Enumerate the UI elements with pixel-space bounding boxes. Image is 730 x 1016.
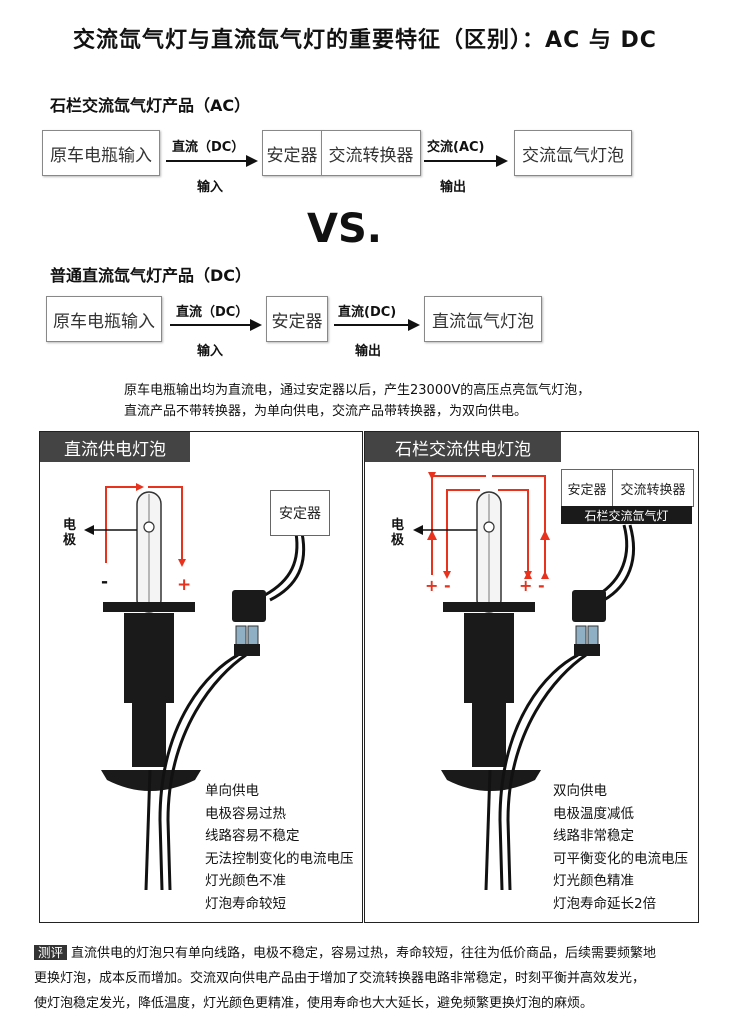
ac-arrow1-top-label: 直流（DC） (172, 140, 245, 155)
ac-panel-header: 石栏交流供电灯泡 (365, 432, 561, 462)
dc-panel-header: 直流供电灯泡 (40, 432, 190, 462)
ac-unit-caption: 石栏交流氙气灯 (561, 506, 692, 524)
dc-minus-sign: - (101, 572, 109, 592)
ac-electrode-pointer (413, 525, 477, 535)
ac-left-signs: + - (425, 576, 451, 595)
description-line-2: 直流产品不带转换器，为单向供电，交流产品带转换器，为双向供电。 (124, 404, 528, 419)
flow-arrows (166, 155, 508, 331)
ac-arrow1 (166, 155, 258, 167)
dc-feature-item: 电极容易过热 (205, 805, 286, 822)
dc-feature-item: 单向供电 (205, 783, 259, 799)
review-tag: 测评 (34, 945, 68, 960)
dc-feature-item: 灯泡寿命较短 (205, 895, 286, 912)
ac-feature-item: 线路非常稳定 (553, 828, 634, 844)
bulb-diagrams (84, 472, 635, 891)
dc-arrow1-top-label: 直流（DC） (176, 305, 249, 320)
review-line-1: 直流供电的灯泡只有单向线路，电极不稳定，容易过热，寿命较短，往往为低价商品，后续… (71, 946, 657, 961)
dc-bulb-box: 直流氙气灯泡 (424, 296, 542, 342)
dc-arrow1-bottom-label: 输入 (197, 344, 224, 359)
ac-arrow1-bottom-label: 输入 (197, 180, 224, 195)
dc-arrow2-top-label: 直流(DC) (338, 305, 397, 320)
dc-feature-item: 线路容易不稳定 (205, 828, 300, 844)
page-title: 交流氙气灯与直流氙气灯的重要特征（区别）：AC 与 DC (73, 28, 657, 53)
description-line-1: 原车电瓶输出均为直流电，通过安定器以后，产生23000V的高压点亮氙气灯泡， (124, 383, 591, 398)
ac-bulb-box: 交流氙气灯泡 (514, 130, 632, 176)
ac-section-heading: 石栏交流氙气灯产品（AC） (50, 96, 251, 115)
ac-arrow2-bottom-label: 输出 (440, 180, 467, 195)
ac-feature-item: 可平衡变化的电流电压 (553, 850, 688, 867)
dc-arrow2 (334, 319, 420, 331)
ac-connector-icon (572, 590, 606, 656)
ac-feature-list: 双向供电 电极温度减低 线路非常稳定 可平衡变化的电流电压 灯光颜色精准 灯泡寿… (553, 780, 688, 915)
review-line-2: 更换灯泡，成本反而增加。交流双向供电产品由于增加了交流转换器电路非常稳定，时刻平… (34, 971, 646, 986)
review-line-3: 使灯泡稳定发光，降低温度，灯光颜色更精准，使用寿命也大大延长，避免频繁更换灯泡的… (34, 996, 594, 1011)
dc-plus-sign: + (177, 575, 192, 595)
dc-electrode-pointer (84, 525, 137, 535)
ac-battery-input-box: 原车电瓶输入 (42, 130, 160, 176)
dc-connector-icon (232, 590, 266, 656)
dc-panel-ballast-box: 安定器 (270, 490, 330, 536)
ac-feature-item: 电极温度减低 (553, 805, 634, 822)
dc-ballast-box: 安定器 (266, 296, 328, 342)
dc-feature-item: 灯光颜色不准 (205, 873, 286, 889)
dc-battery-input-box: 原车电瓶输入 (46, 296, 162, 342)
ac-converter-box: 交流转换器 (321, 130, 421, 176)
ac-feature-item: 灯泡寿命延长2倍 (553, 895, 657, 912)
ac-current-arrows (427, 472, 550, 579)
ac-feature-item: 灯光颜色精准 (553, 873, 634, 889)
dc-bulb-icon (101, 491, 201, 791)
dc-wiring (144, 532, 306, 891)
vs-label: VS. (307, 206, 382, 252)
dc-arrow1 (170, 319, 262, 331)
ac-wiring (484, 524, 635, 891)
review-paragraph: 测评直流供电的灯泡只有单向线路，电极不稳定，容易过热，寿命较短，往往为低价商品，… (34, 940, 704, 1016)
ac-bulb-icon (441, 491, 541, 791)
ac-panel-ballast-box: 安定器 (561, 469, 613, 507)
dc-section-heading: 普通直流氙气灯产品（DC） (50, 266, 252, 285)
dc-feature-item: 无法控制变化的电流电压 (205, 850, 354, 867)
ac-feature-item: 双向供电 (553, 783, 607, 799)
dc-feature-list: 单向供电 电极容易过热 线路容易不稳定 无法控制变化的电流电压 灯光颜色不准 灯… (205, 780, 354, 915)
ac-panel-converter-box: 交流转换器 (612, 469, 694, 507)
dc-arrow2-bottom-label: 输出 (355, 344, 382, 359)
ac-arrow2 (424, 155, 508, 167)
dc-current-arrows (105, 483, 186, 567)
ac-arrow2-top-label: 交流(AC) (427, 140, 485, 155)
ac-electrode-label: 电极 (391, 518, 405, 548)
dc-electrode-label: 电极 (63, 518, 77, 548)
ac-right-signs: + - (519, 576, 545, 595)
